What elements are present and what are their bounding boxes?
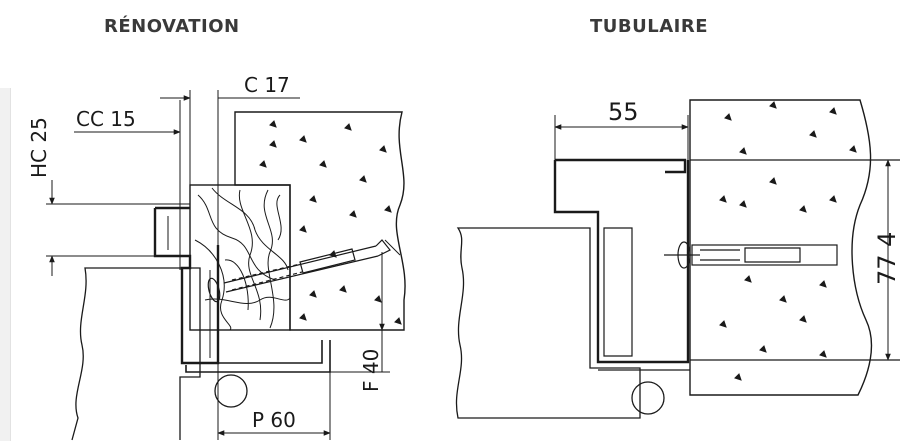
dim-cc: CC 15: [76, 107, 136, 131]
seal-circle: [631, 381, 665, 415]
renovation-drawing: [46, 90, 406, 441]
dim-height: 77 4: [873, 232, 900, 285]
dimension-lines: [554, 115, 891, 361]
anchor-screw: [207, 239, 391, 303]
concrete-aggregate: [719, 101, 857, 381]
timber-frame: [189, 184, 291, 331]
anchor-screw: [664, 241, 838, 269]
frame-profile-inner: [167, 216, 211, 358]
renovation-title: RÉNOVATION: [104, 16, 240, 37]
tubulaire-title: TUBULAIRE: [590, 16, 708, 37]
tubulaire-drawing: [455, 99, 900, 419]
wood-grain: [194, 187, 291, 331]
concrete-aggregate: [259, 120, 402, 325]
dim-f: F 40: [359, 349, 383, 392]
dim-hc: HC 25: [27, 117, 51, 178]
concrete-wall: [689, 99, 873, 396]
seal-circle: [214, 374, 248, 408]
dimension-lines: [46, 90, 401, 440]
door-leaf: [71, 267, 201, 441]
dim-width: 55: [608, 98, 639, 126]
concrete-wall: [234, 111, 406, 331]
side-panel-tab[interactable]: [0, 88, 11, 441]
frame-profile-outer: [185, 340, 331, 373]
door-leaf: [455, 227, 641, 419]
dim-p: P 60: [252, 408, 296, 432]
frame-profile-inner: [598, 227, 690, 371]
frame-profile: [553, 158, 690, 364]
dim-c: C 17: [244, 73, 290, 97]
